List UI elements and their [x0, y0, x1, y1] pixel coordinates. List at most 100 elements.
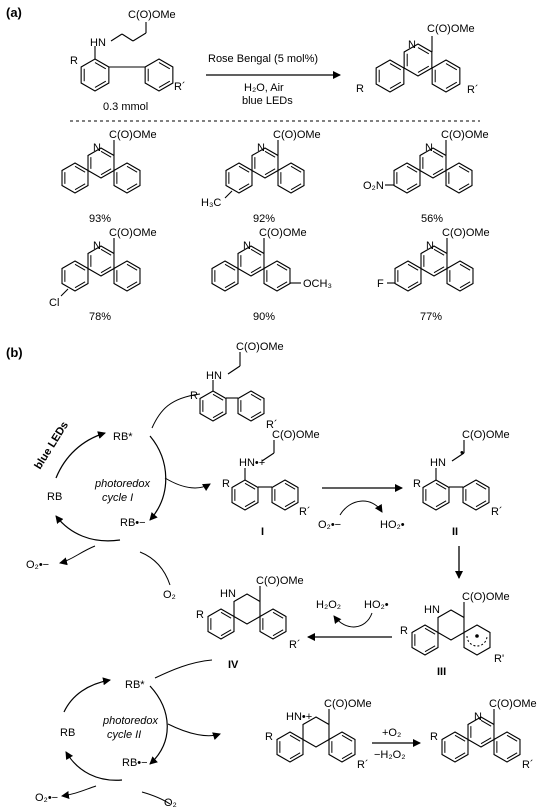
ring	[233, 593, 261, 625]
arrow-III-to-IV: H₂O₂ HO₂•	[307, 599, 392, 641]
double-bond	[126, 263, 138, 271]
r-label: R	[196, 609, 204, 621]
starting-material: HN C(O)OMe R R´ 0.3 mmol	[70, 9, 186, 113]
ring-outline	[113, 260, 141, 292]
double-bond	[432, 168, 444, 176]
ring-outline	[251, 147, 279, 179]
compound-label: I	[261, 526, 264, 538]
r-label: R	[413, 478, 421, 490]
double-bond	[389, 63, 402, 71]
double-bond	[224, 281, 236, 289]
ring-outline	[233, 593, 261, 625]
ring-outline	[437, 609, 465, 641]
ring-outline	[375, 59, 405, 93]
ring-outline	[144, 58, 174, 92]
ring	[207, 608, 235, 640]
substituent-label: O₂N	[363, 180, 384, 192]
double-bond	[100, 248, 112, 256]
double-bond	[100, 266, 112, 274]
ring	[493, 731, 521, 763]
photoredox-label: photoredox	[102, 715, 159, 727]
r-prime-label: R´	[522, 759, 534, 771]
ester-label: C(O)OMe	[259, 227, 307, 239]
double-bond	[74, 263, 86, 271]
ring-outline	[277, 162, 305, 194]
ring-outline	[87, 245, 115, 277]
photoredox-cycle-1: RB* photoredox cycle I RB RB•− O₂•− O₂ b…	[26, 393, 211, 601]
ring-outline	[211, 260, 239, 292]
ring-outline	[393, 162, 421, 194]
amine-radical-cation: HN•+	[239, 457, 265, 469]
conditions-line-1: H₂O, Air	[244, 82, 284, 94]
svg-text:N: N	[93, 142, 101, 154]
superoxide-label: O₂•−	[318, 519, 341, 531]
panel-label-a: (a)	[6, 5, 22, 20]
ester-label: C(O)OMe	[462, 591, 510, 603]
hydroperoxyl-label: HO₂•	[364, 599, 389, 611]
ring	[259, 608, 287, 640]
double-bond	[250, 266, 262, 274]
ring-outline	[199, 390, 227, 422]
double-bond	[250, 248, 262, 256]
substituent-label: H₃C	[201, 197, 221, 209]
double-bond	[389, 81, 402, 89]
ring	[231, 479, 259, 511]
double-bond	[94, 80, 107, 88]
substituent-label: OCH₃	[303, 278, 332, 290]
ring	[328, 731, 356, 763]
double-bond	[272, 611, 284, 619]
ester-label: C(O)OMe	[256, 575, 304, 587]
superoxide-label: O₂•−	[35, 792, 58, 804]
ring	[144, 58, 174, 92]
o2-label: O₂	[163, 589, 176, 601]
ring-outline	[87, 147, 115, 179]
scope-product: N C(O)OMe 93%	[61, 129, 157, 225]
double-bond	[506, 752, 518, 760]
double-bond	[459, 263, 471, 271]
ring-outline	[61, 162, 89, 194]
double-bond	[74, 281, 86, 289]
ester-label: C(O)OMe	[273, 129, 321, 141]
double-bond	[100, 150, 112, 158]
rb-star-label: RB*	[113, 431, 133, 443]
double-bond	[433, 266, 445, 274]
ring	[393, 162, 421, 194]
ring-outline	[113, 162, 141, 194]
r-prime-label: R´	[289, 639, 301, 651]
o2-label: O₂	[164, 797, 177, 809]
ring-outline	[207, 608, 235, 640]
ester-label: C(O)OMe	[272, 429, 320, 441]
intermediate-radical-cation: HN•+ C(O)OMe R R´	[265, 698, 372, 771]
double-bond	[244, 500, 256, 508]
ring	[302, 716, 330, 748]
double-bond	[244, 482, 256, 490]
double-bond	[74, 183, 86, 191]
ring-outline	[328, 731, 356, 763]
double-bond	[74, 165, 86, 173]
ring-outline	[431, 59, 461, 93]
double-bond	[276, 263, 288, 271]
yield-label: 78%	[89, 311, 111, 323]
rb-star-label: RB*	[125, 679, 145, 691]
ring	[225, 162, 253, 194]
plus-o2-label: +O₂	[382, 727, 401, 739]
double-bond	[126, 183, 138, 191]
product: N C(O)OMe R R´	[356, 23, 479, 96]
ring	[61, 260, 89, 292]
double-bond	[158, 62, 171, 70]
r-label: R	[190, 390, 198, 402]
yield-label: 56%	[421, 213, 443, 225]
ring	[271, 479, 299, 511]
ring-outline	[441, 731, 469, 763]
ring-outline	[493, 731, 521, 763]
svg-text:•: •	[460, 447, 464, 459]
double-bond	[272, 629, 284, 637]
svg-text:N: N	[408, 39, 416, 51]
ring-outline	[259, 608, 287, 640]
double-bond	[435, 500, 447, 508]
ring	[263, 260, 291, 292]
double-bond	[454, 734, 466, 742]
ring	[237, 390, 265, 422]
photoredox-label: photoredox	[94, 478, 151, 490]
